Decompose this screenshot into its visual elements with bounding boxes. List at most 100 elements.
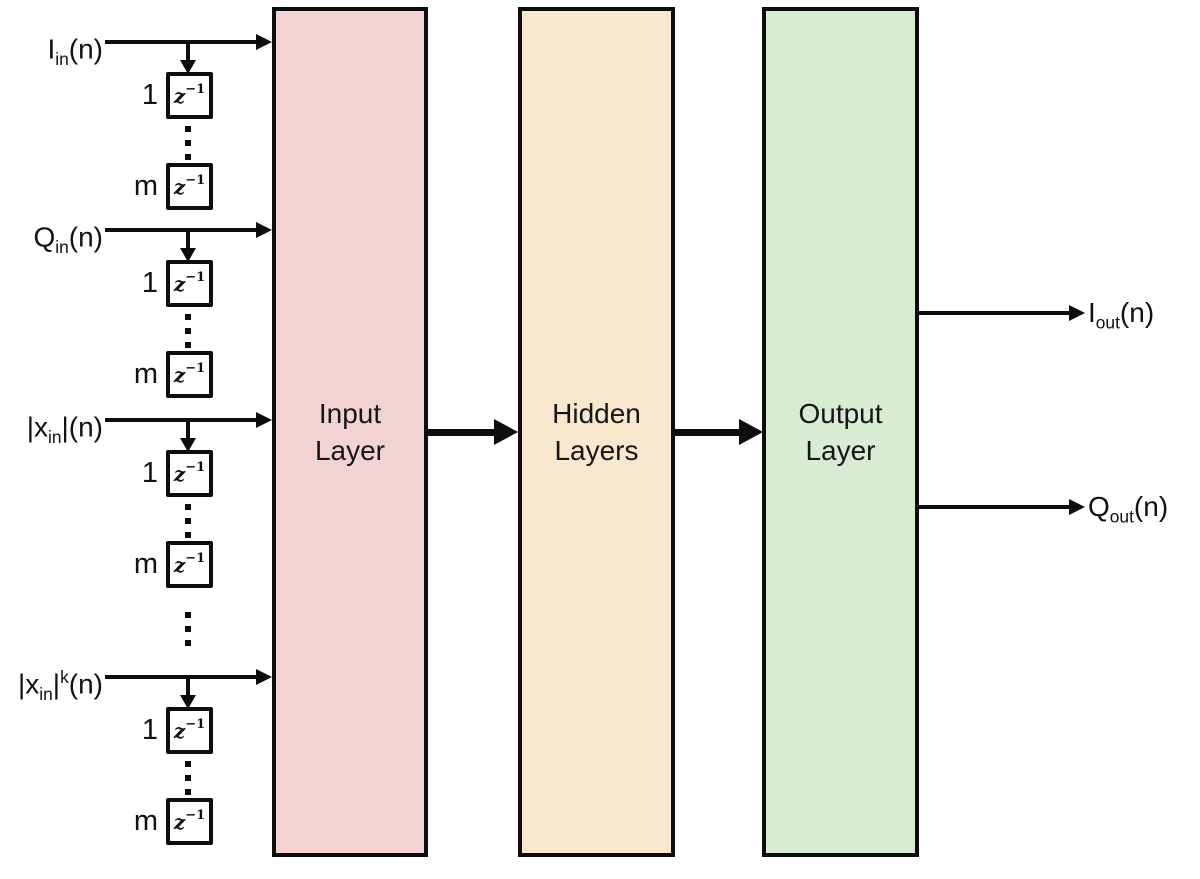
z-exponent: −1 [185, 551, 206, 566]
arrowhead-right-icon [256, 34, 272, 50]
label-mid: | [61, 411, 69, 443]
tap-index-first: 1 [141, 714, 158, 746]
arrowhead-right-icon [739, 419, 763, 445]
label-sub: in [55, 48, 69, 69]
output-layer-label-line2: Layer [805, 435, 876, 466]
arrowhead-down-icon [180, 438, 196, 452]
signal-label-iin: Iin(n) [0, 22, 103, 69]
z-symbol: z [173, 809, 186, 834]
label-post: (n) [1119, 297, 1155, 328]
tap-index-first: 1 [141, 457, 158, 489]
arrowhead-down-icon [180, 60, 196, 74]
output-layer-box: Output Layer [762, 7, 919, 857]
vertical-ellipsis [185, 761, 191, 795]
signal-arrow-iin [105, 40, 256, 44]
output-arrow-iout [919, 311, 1070, 315]
vertical-ellipsis [185, 504, 191, 538]
label-sub: in [55, 236, 69, 257]
z-symbol: z [173, 271, 186, 296]
z-exponent: −1 [185, 173, 206, 188]
label-post: (n) [68, 411, 103, 443]
tap-line [186, 677, 190, 697]
delay-box: z−1 [166, 541, 213, 588]
hidden-layers-label-line2: Layers [554, 435, 639, 466]
z-exponent: −1 [185, 270, 206, 285]
signal-arrow-xin-pow-k [105, 675, 256, 679]
delay-box: z−1 [166, 450, 213, 497]
tap-index-last: m [133, 358, 158, 390]
output-arrow-qout [919, 505, 1070, 509]
tap-index-last: m [133, 548, 158, 580]
output-layer-label: Output Layer [798, 395, 882, 469]
input-row-iin: Iin(n) 1 z−1 m z−1 [0, 12, 300, 212]
signal-arrow-qin [105, 228, 256, 232]
tap-line [186, 42, 190, 62]
signal-label-xin-pow-k: |xin|k(n) [0, 657, 103, 704]
delay-box: z−1 [166, 163, 213, 210]
z-symbol: z [173, 461, 186, 486]
label-base: Q [33, 221, 56, 253]
hidden-layers-label-line1: Hidden [552, 398, 641, 429]
label-post: (n) [68, 221, 103, 253]
delay-box: z−1 [166, 72, 213, 119]
vertical-ellipsis [185, 612, 191, 646]
z-exponent: −1 [185, 717, 206, 732]
input-row-qin: Qin(n) 1 z−1 m z−1 [0, 200, 300, 400]
label-post: (n) [68, 668, 103, 700]
tap-index-last: m [133, 170, 158, 202]
z-symbol: z [173, 174, 186, 199]
arrow-input-to-hidden [428, 429, 496, 436]
label-sub: out [1109, 506, 1134, 527]
arrowhead-right-icon [1069, 305, 1085, 321]
arrowhead-right-icon [1069, 499, 1085, 515]
label-sub: out [1095, 312, 1120, 333]
signal-label-xin-mag: |xin|(n) [0, 400, 103, 447]
vertical-ellipsis [185, 126, 191, 160]
input-row-xin-mag: |xin|(n) 1 z−1 m z−1 [0, 390, 300, 590]
z-exponent: −1 [185, 460, 206, 475]
label-sub: in [39, 683, 53, 704]
delay-box: z−1 [166, 260, 213, 307]
tap-line [186, 230, 190, 250]
label-sub: in [47, 426, 62, 447]
delay-box: z−1 [166, 351, 213, 398]
z-symbol: z [173, 718, 186, 743]
label-base: I [1088, 297, 1096, 328]
label-post: (n) [1133, 491, 1169, 522]
label-post: (n) [68, 33, 103, 65]
arrowhead-right-icon [256, 412, 272, 428]
input-layer-label: Input Layer [315, 395, 385, 469]
arrowhead-down-icon [180, 695, 196, 709]
label-base: |x [26, 411, 48, 443]
input-layer-label-line1: Input [318, 398, 382, 429]
hidden-layers-box: Hidden Layers [518, 7, 675, 857]
signal-label-qin: Qin(n) [0, 210, 103, 257]
tap-line [186, 420, 190, 440]
arrowhead-right-icon [256, 222, 272, 238]
label-base: |x [18, 668, 40, 700]
arrowhead-right-icon [494, 419, 518, 445]
delay-box: z−1 [166, 707, 213, 754]
delay-box: z−1 [166, 798, 213, 845]
z-exponent: −1 [185, 82, 206, 97]
tap-index-last: m [133, 805, 158, 837]
z-symbol: z [173, 552, 186, 577]
label-base: I [47, 33, 56, 65]
input-layer-box: Input Layer [272, 7, 428, 857]
label-mid: | [52, 668, 61, 700]
arrowhead-down-icon [180, 248, 196, 262]
z-exponent: −1 [185, 808, 206, 823]
output-label-iout: Iout(n) [1088, 296, 1155, 333]
signal-arrow-xin-mag [105, 418, 256, 422]
arrow-hidden-to-output [675, 429, 741, 436]
tap-index-first: 1 [141, 267, 158, 299]
output-label-qout: Qout(n) [1088, 490, 1169, 527]
tap-index-first: 1 [141, 79, 158, 111]
input-row-xin-pow-k: |xin|k(n) 1 z−1 m z−1 [0, 647, 300, 847]
z-symbol: z [173, 83, 186, 108]
z-exponent: −1 [185, 361, 206, 376]
arrowhead-right-icon [256, 669, 272, 685]
input-layer-label-line2: Layer [314, 435, 386, 466]
vertical-ellipsis [185, 314, 191, 348]
